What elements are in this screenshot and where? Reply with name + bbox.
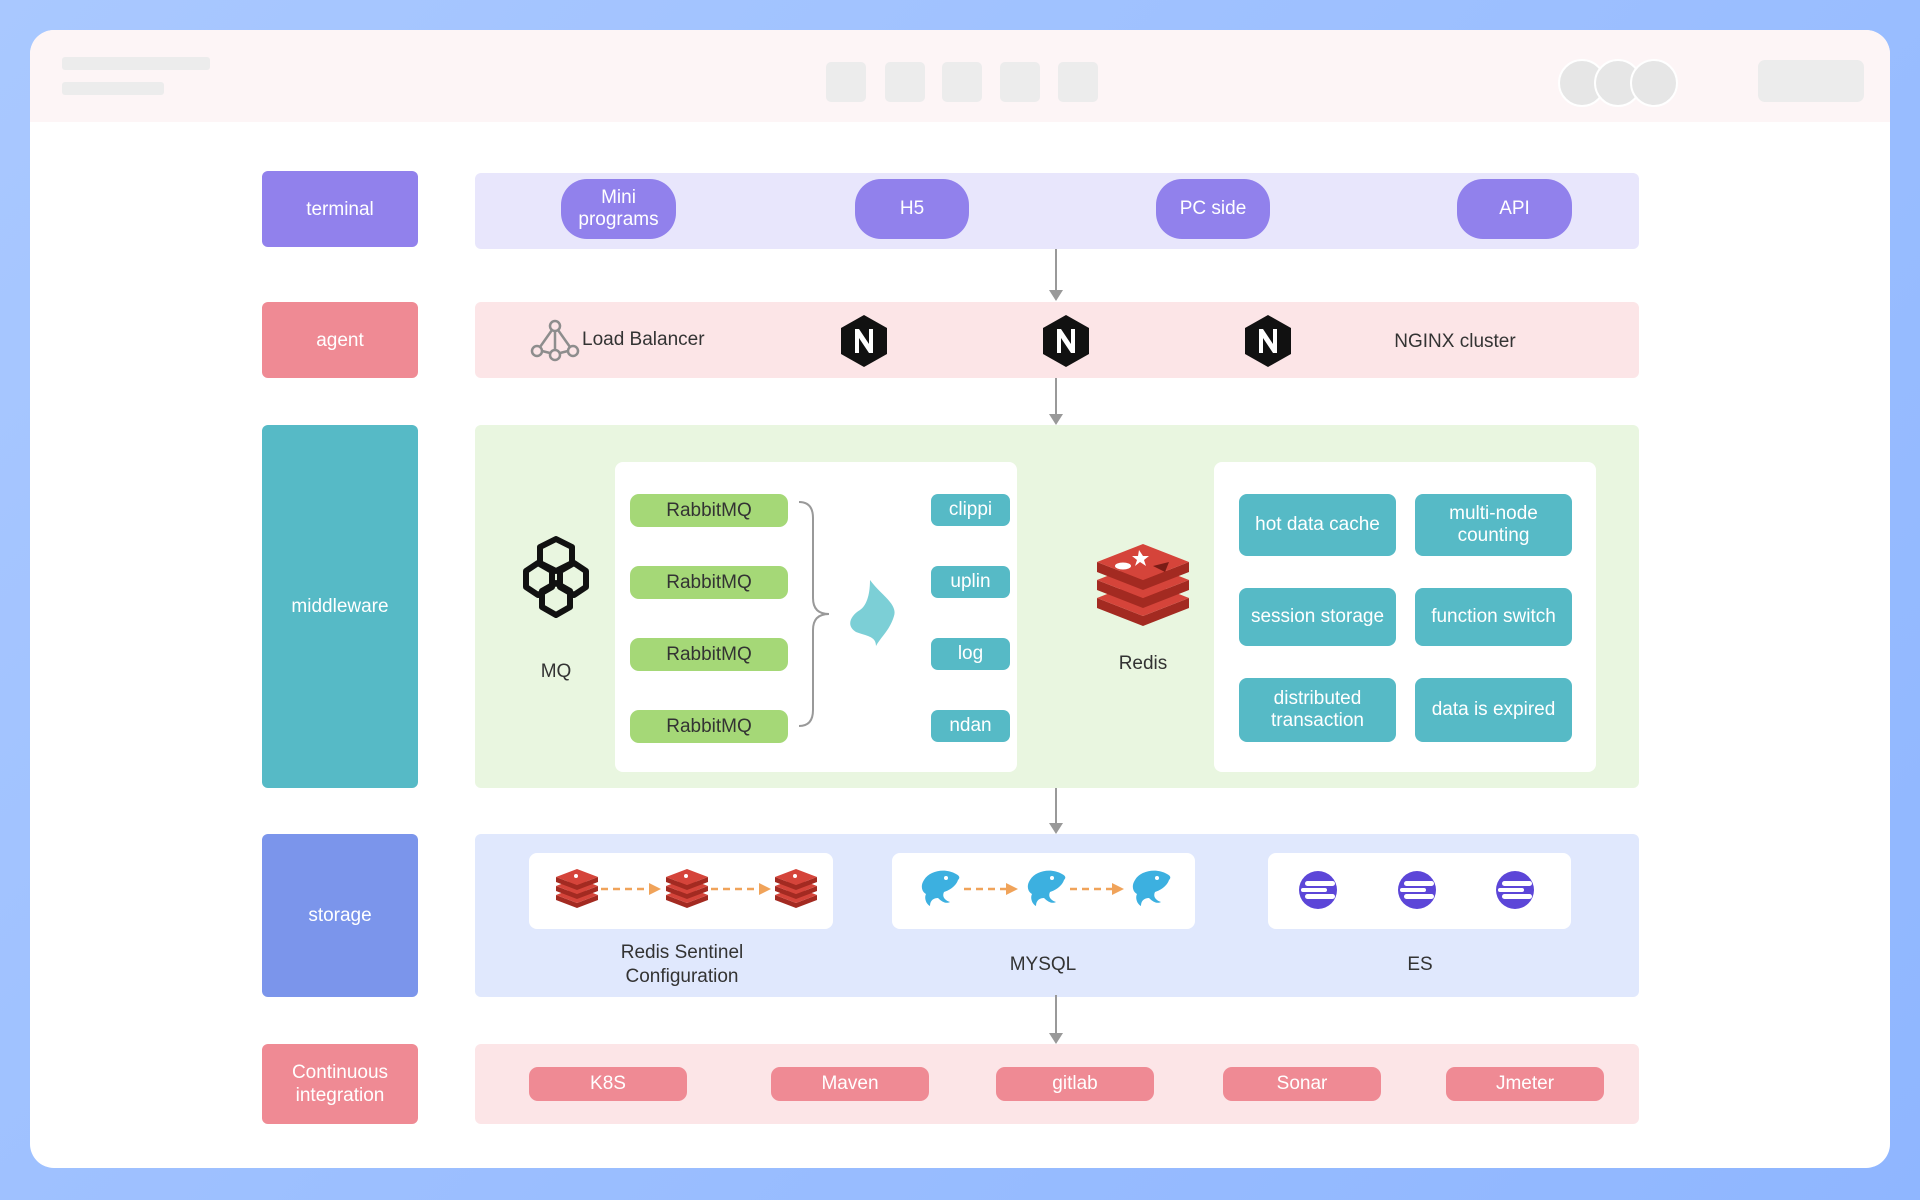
middleware-layer-label: middleware	[262, 425, 418, 788]
queue-chip: RabbitMQ	[630, 494, 788, 527]
mysql-dolphin-icon	[921, 870, 960, 906]
redis-use-box: function switch	[1415, 588, 1572, 646]
redis-icon	[666, 869, 708, 908]
mq-caption: MQ	[540, 661, 572, 682]
redis-sentinel-caption: Redis Sentinel Configuration	[620, 942, 744, 987]
mysql-caption: MYSQL	[1009, 954, 1077, 975]
mysql-dolphin-icon	[1132, 870, 1171, 906]
flow-arrow	[1049, 249, 1063, 301]
window-top-bar	[30, 30, 1890, 122]
nginx-icon	[841, 315, 887, 367]
consumer-chip: log	[931, 638, 1010, 670]
consumer-chip: ndan	[931, 710, 1010, 742]
queue-chip: RabbitMQ	[630, 710, 788, 743]
consumer-chip: uplin	[931, 566, 1010, 598]
storage-layer-label: storage	[262, 834, 418, 997]
es-caption: ES	[1407, 954, 1433, 975]
toolbar-button-placeholder[interactable]	[942, 62, 982, 102]
redis-icon	[1097, 544, 1189, 626]
terminal-item-h5: H5	[855, 179, 969, 239]
queue-chip: RabbitMQ	[630, 638, 788, 671]
dashed-arrow-icon	[964, 883, 1018, 895]
terminal-layer-label: terminal	[262, 171, 418, 247]
mysql-dolphin-icon	[1027, 870, 1066, 906]
terminal-item-mini-programs: Mini programs	[561, 179, 676, 239]
cloud-icon	[850, 580, 895, 646]
redis-use-box: distributed transaction	[1239, 678, 1396, 742]
terminal-item-api: API	[1457, 179, 1572, 239]
redis-use-box: hot data cache	[1239, 494, 1396, 556]
ci-layer-label: Continuous integration	[262, 1044, 418, 1124]
redis-icon	[556, 869, 598, 908]
toolbar-button-placeholder[interactable]	[1000, 62, 1040, 102]
nginx-cluster-label: NGINX cluster	[1394, 331, 1516, 352]
consumer-chip: clippi	[931, 494, 1010, 526]
flow-arrow	[1049, 788, 1063, 834]
dashed-arrow-icon	[601, 883, 661, 895]
avatar-placeholder[interactable]	[1630, 59, 1678, 107]
title-placeholder	[62, 57, 210, 70]
load-balancer-label: Load Balancer	[582, 329, 705, 350]
brace-connector	[798, 501, 830, 727]
agent-layer-label: agent	[262, 302, 418, 378]
redis-use-box: data is expired	[1415, 678, 1572, 742]
ci-tool-chip: gitlab	[996, 1067, 1154, 1101]
queue-chip: RabbitMQ	[630, 566, 788, 599]
elasticsearch-icon	[1299, 871, 1337, 909]
redis-caption: Redis	[1118, 653, 1168, 674]
nginx-icon	[1245, 315, 1291, 367]
action-button-placeholder[interactable]	[1758, 60, 1864, 102]
redis-icon	[775, 869, 817, 908]
dashed-arrow-icon	[711, 883, 771, 895]
mq-icon	[523, 536, 589, 618]
load-balancer-icon	[530, 319, 580, 362]
flow-arrow	[1049, 995, 1063, 1044]
ci-tool-chip: K8S	[529, 1067, 687, 1101]
redis-use-box: session storage	[1239, 588, 1396, 646]
subtitle-placeholder	[62, 82, 164, 95]
toolbar-button-placeholder[interactable]	[1058, 62, 1098, 102]
toolbar-button-placeholder[interactable]	[826, 62, 866, 102]
ci-tool-chip: Maven	[771, 1067, 929, 1101]
elasticsearch-icon	[1496, 871, 1534, 909]
dashed-arrow-icon	[1070, 883, 1124, 895]
toolbar-button-placeholder[interactable]	[885, 62, 925, 102]
nginx-icon	[1043, 315, 1089, 367]
ci-tool-chip: Sonar	[1223, 1067, 1381, 1101]
ci-tool-chip: Jmeter	[1446, 1067, 1604, 1101]
flow-arrow	[1049, 378, 1063, 425]
redis-use-box: multi-node counting	[1415, 494, 1572, 556]
terminal-item-pc-side: PC side	[1156, 179, 1270, 239]
elasticsearch-icon	[1398, 871, 1436, 909]
